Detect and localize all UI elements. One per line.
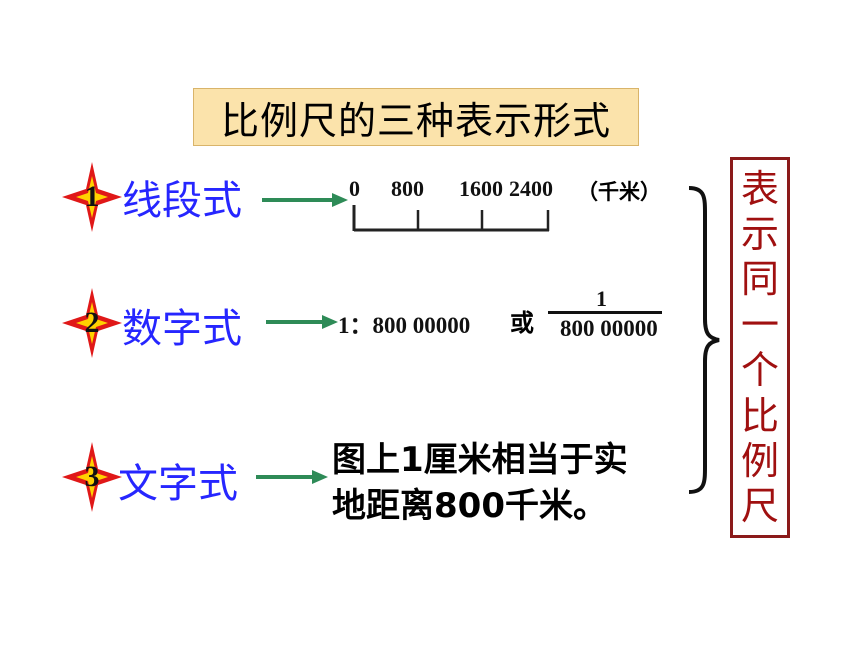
row-number: 1 <box>84 180 100 213</box>
row-label-line-scale: 线段式 <box>122 178 242 224</box>
row-label-verbal-scale: 文字式 <box>118 461 238 507</box>
fraction-numerator: 1 <box>596 286 607 311</box>
side-note-char: 尺 <box>740 484 779 529</box>
star-icon <box>62 162 122 232</box>
side-note-char: 示 <box>740 212 779 257</box>
tick-label-1600: 1600 <box>459 176 503 201</box>
arrow-icon <box>262 190 348 210</box>
fraction-denominator: 800 00000 <box>560 316 658 341</box>
tick-label-800: 800 <box>391 176 424 201</box>
tick-label-2400: 2400 <box>509 176 553 201</box>
page-title: 比例尺的三种表示形式 <box>193 88 639 146</box>
arrow-icon <box>256 467 328 487</box>
star-badge-3: 3 <box>62 442 122 512</box>
star-badge-1: 1 <box>62 162 122 232</box>
arrow-icon <box>266 312 338 332</box>
side-note-char: 比 <box>740 393 779 438</box>
star-badge-2: 2 <box>62 288 122 358</box>
fraction-bar <box>548 311 662 314</box>
side-note-char: 一 <box>740 302 779 347</box>
star-icon <box>62 442 122 512</box>
side-note-char: 表 <box>740 166 779 211</box>
numeric-ratio: 1：800 00000 <box>338 313 471 338</box>
star-icon <box>62 288 122 358</box>
tick-label-0: 0 <box>349 176 360 201</box>
side-note-box: 表 示 同 一 个 比 例 尺 <box>730 157 790 538</box>
numeric-or: 或 <box>510 309 534 337</box>
side-note-char: 例 <box>740 438 779 483</box>
scale-unit: （千米） <box>577 180 661 204</box>
side-note-char: 个 <box>740 348 779 393</box>
side-note-char: 同 <box>740 257 779 302</box>
brace-icon <box>683 184 723 500</box>
row-label-numeric-scale: 数字式 <box>122 306 242 352</box>
verbal-scale-line-2: 地距离800千米。 <box>332 486 607 526</box>
row-number: 2 <box>84 306 100 339</box>
row-number: 3 <box>84 460 100 493</box>
verbal-scale-line-1: 图上1厘米相当于实 <box>332 440 628 480</box>
line-scale-bar <box>352 205 556 239</box>
